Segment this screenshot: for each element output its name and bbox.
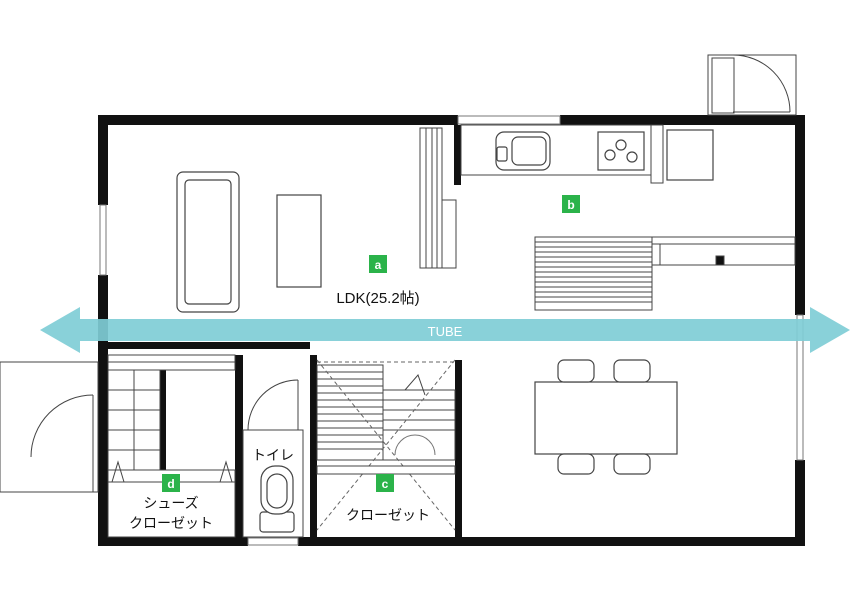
sofa — [176, 171, 240, 313]
sink-icon — [495, 131, 551, 171]
marker-d-label: d — [167, 477, 174, 491]
tube-arrow — [40, 307, 850, 353]
entrance-door — [0, 361, 99, 493]
marker-a: a — [369, 255, 387, 273]
interior-walls — [98, 125, 462, 537]
stair-void-dashes — [316, 359, 456, 531]
tube-label: TUBE — [428, 324, 463, 339]
outer-walls — [98, 115, 805, 546]
closet-divider — [316, 465, 456, 475]
toilet-label: トイレ — [252, 447, 294, 463]
dining-set — [534, 359, 678, 475]
windows — [99, 115, 804, 546]
living-table — [276, 194, 322, 288]
kitchen-island — [534, 236, 796, 311]
stove-icon — [597, 131, 645, 171]
stairs — [316, 364, 456, 461]
shoes-closet-label-line2: クローゼット — [129, 515, 213, 531]
marker-c-label: c — [382, 477, 389, 491]
ldk-room-label: LDK(25.2帖) — [336, 290, 419, 307]
toilet-icon — [259, 465, 295, 533]
balcony-door — [707, 54, 797, 116]
closet-label: クローゼット — [346, 507, 430, 523]
fridge — [666, 129, 714, 181]
marker-b: b — [562, 195, 580, 213]
marker-c: c — [376, 474, 394, 492]
partition-shelf — [419, 127, 457, 269]
marker-b-label: b — [567, 198, 574, 212]
marker-a-label: a — [375, 258, 382, 272]
shoes-closet-label-line1: シューズ — [143, 495, 198, 511]
marker-d: d — [162, 474, 180, 492]
